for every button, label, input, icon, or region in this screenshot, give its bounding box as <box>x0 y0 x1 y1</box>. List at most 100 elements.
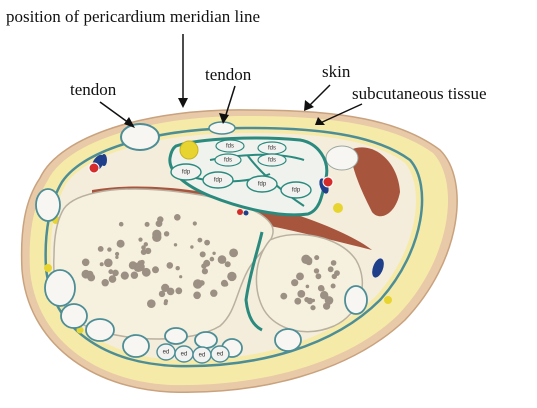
pericardium-meridian-label: position of pericardium meridian line <box>6 7 260 26</box>
bone-marrow-spot <box>199 280 205 286</box>
skin-label: skin <box>322 62 351 81</box>
radial-vein-2 <box>101 154 107 166</box>
tendon-fds-2-label: fds <box>268 146 276 152</box>
bone-marrow-spot <box>212 252 215 255</box>
bone-marrow-spot <box>224 282 229 287</box>
bone-marrow-spot <box>323 303 330 310</box>
median-nerve <box>180 141 198 159</box>
bone-marrow-spot <box>291 279 298 286</box>
tendon-left-fcr <box>121 124 159 150</box>
bone-marrow-spot <box>210 257 215 262</box>
bone-marrow-spot <box>210 290 217 297</box>
tendon-ed-1-label: ed <box>163 350 170 356</box>
bone-marrow-spot <box>297 290 305 298</box>
tendon-fds-4-label: fds <box>268 158 276 164</box>
tendon-center-label: tendon <box>205 65 252 84</box>
tendon-lateral-4 <box>86 319 114 341</box>
tendon-fds-1-label: fds <box>226 144 234 150</box>
tendon-ecu <box>345 286 367 314</box>
bone-marrow-spot <box>152 230 161 239</box>
subcutaneous-tissue-label: subcutaneous tissue <box>352 84 487 103</box>
bone-marrow-spot <box>147 299 156 308</box>
bone-marrow-spot <box>200 251 206 257</box>
bone-marrow-spot <box>310 305 315 310</box>
tendon-fdp-4-label: fdp <box>292 188 301 194</box>
tendon-dorsal-5 <box>275 329 301 351</box>
bone-marrow-spot <box>190 245 193 248</box>
tendon-palmaris <box>209 122 235 134</box>
bone-marrow-spot <box>107 247 111 251</box>
bone-marrow-spot <box>312 299 315 302</box>
tendon-ed-3-label: ed <box>199 353 206 359</box>
tendon-fds-3-label: fds <box>224 158 232 164</box>
tendon-fdp-3-label: fdp <box>258 182 267 188</box>
tendon-lateral-1 <box>36 189 60 221</box>
tendon-dorsal-3 <box>195 332 217 348</box>
bone-marrow-spot <box>198 238 203 243</box>
bone-marrow-spot <box>157 216 163 222</box>
bone-marrow-spot <box>109 275 117 283</box>
interosseous-vein <box>244 211 249 216</box>
bone-marrow-spot <box>332 274 337 279</box>
interosseous-artery <box>237 209 243 215</box>
bone-marrow-spot <box>100 262 104 266</box>
bone-marrow-spot <box>104 259 113 268</box>
bone-marrow-spot <box>167 262 174 269</box>
tendon-dorsal-1 <box>123 335 149 357</box>
bone-marrow-spot <box>314 255 319 260</box>
bone-marrow-spot <box>306 257 313 264</box>
tendon-dorsal-2 <box>165 328 187 344</box>
bone-marrow-spot <box>161 284 169 292</box>
bone-marrow-spot <box>328 266 334 272</box>
bone-marrow-spot <box>331 284 336 289</box>
bone-marrow-spot <box>117 240 125 248</box>
bone-marrow-spot <box>144 242 148 246</box>
tendon-ed-2-label: ed <box>181 352 188 358</box>
bone-marrow-spot <box>321 287 325 291</box>
bone-marrow-spot <box>304 297 309 302</box>
bone-marrow-spot <box>141 249 147 255</box>
bone-marrow-spot <box>314 268 319 273</box>
bone-marrow-spot <box>164 301 168 305</box>
subcutaneous-nerve-dot <box>384 296 392 304</box>
bone-marrow-spot <box>131 272 138 279</box>
bone-marrow-spot <box>152 266 159 273</box>
bone-marrow-spot <box>203 260 210 267</box>
bone-marrow-spot <box>320 291 328 299</box>
bone-marrow-spot <box>138 238 142 242</box>
bone-marrow-spot <box>174 243 177 246</box>
bone-marrow-spot <box>229 249 238 258</box>
bone-marrow-spot <box>175 287 182 294</box>
bone-marrow-spot <box>115 252 119 256</box>
bone-marrow-spot <box>87 274 95 282</box>
bone-marrow-spot <box>102 279 109 286</box>
bone-marrow-spot <box>221 258 225 262</box>
tendon-fdp-1-label: fdp <box>182 170 191 176</box>
bone-marrow-spot <box>174 214 181 221</box>
bone-marrow-spot <box>179 275 182 278</box>
bone-marrow-spot <box>115 256 118 259</box>
subcutaneous-nerve-dot <box>44 264 52 272</box>
tendon-left-label: tendon <box>70 80 117 99</box>
bone-marrow-spot <box>193 221 197 225</box>
bone-marrow-spot <box>202 268 208 274</box>
bone-marrow-spot <box>135 262 144 271</box>
bone-marrow-spot <box>121 272 129 280</box>
radial-artery <box>89 163 99 173</box>
bone-marrow-spot <box>331 260 337 266</box>
tendon-fdp-2-label: fdp <box>214 178 223 184</box>
bone-marrow-spot <box>98 246 104 252</box>
bone-marrow-spot <box>227 272 236 281</box>
bone-marrow-spot <box>316 273 322 279</box>
bone-marrow-spot <box>306 285 310 289</box>
tendon-right-white <box>326 146 358 170</box>
bone-marrow-spot <box>145 222 150 227</box>
tendon-lateral-3 <box>61 304 87 328</box>
tendon-ed-4-label: ed <box>217 352 224 358</box>
bone-marrow-spot <box>294 298 301 305</box>
bone-marrow-spot <box>82 259 90 267</box>
bone-marrow-spot <box>112 270 119 277</box>
bone-marrow-spot <box>280 293 287 300</box>
bone-marrow-spot <box>296 273 304 281</box>
